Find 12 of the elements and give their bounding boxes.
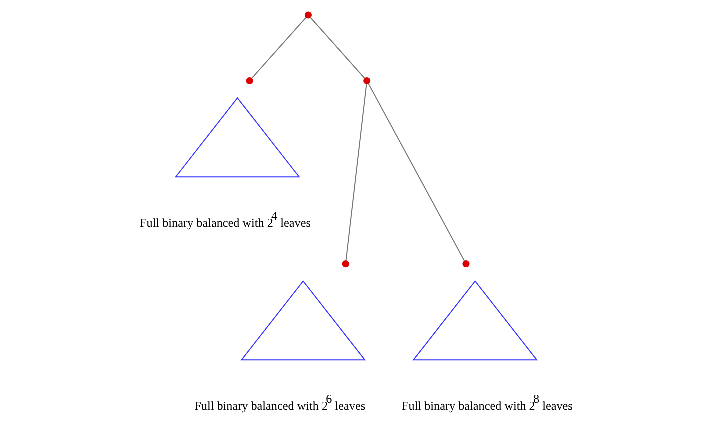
- connector: [368, 84, 465, 262]
- node-circle: [246, 77, 253, 85]
- connector: [345, 84, 367, 261]
- connector: [310, 17, 365, 79]
- node-triangle: [174, 97, 300, 178]
- node-triangle: [412, 280, 538, 361]
- node-triangle: [240, 280, 366, 361]
- node-circle: [363, 77, 370, 85]
- connector: [251, 17, 306, 79]
- node-circle: [462, 260, 470, 268]
- node-circle: [342, 260, 349, 268]
- node-circle: [304, 12, 312, 19]
